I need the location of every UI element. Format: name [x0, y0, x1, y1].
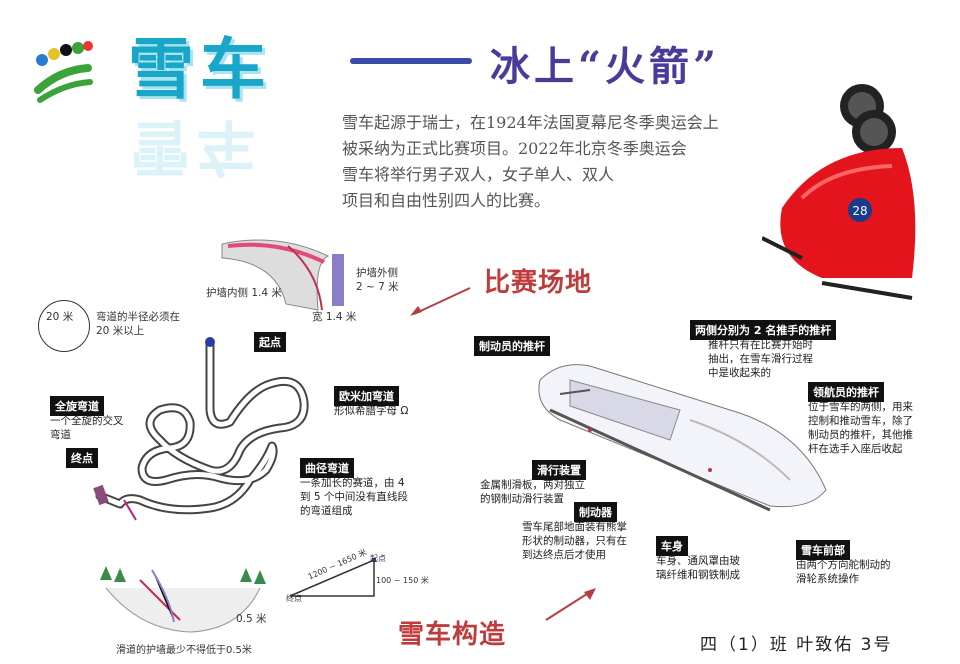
slope-end: 终点	[286, 594, 302, 603]
radius-label: 20 米	[46, 311, 74, 323]
intro-line: 项目和自由性别四人的比赛。	[342, 191, 551, 210]
radius-circle	[38, 300, 90, 352]
venue-section-title: 比赛场地	[484, 268, 593, 298]
pilot-pushbar-desc: 位于雪车的两侧，用来 控制和推动雪车，除了 制动员的推杆，其他推 杆在选手入座后…	[808, 401, 913, 455]
guard-wall-diagram	[100, 560, 270, 640]
wall-outer-label: 护墙外侧 2 ~ 7 米	[356, 267, 399, 293]
front-desc: 由两个方向舵制动的 滑轮系统操作	[796, 559, 891, 585]
sled-diagram	[530, 350, 840, 520]
venue-arrow	[404, 282, 474, 322]
brakeman-pushbar-tag: 制动员的推杆	[474, 336, 550, 356]
pilot-pushbar-tag: 领航员的推杆	[808, 382, 884, 402]
intro-line: 雪车起源于瑞士，在1924年法国夏幕尼冬季奥运会上	[342, 113, 719, 132]
omega-desc: 形似希腊字母 Ω	[334, 405, 409, 417]
side-pushbars-tag: 两侧分别为 2 名推手的推杆	[690, 320, 837, 340]
track-cross-section	[218, 232, 358, 322]
front-tag: 雪车前部	[796, 540, 850, 560]
runners-desc: 金属制滑板，两对独立 的钢制动滑行装置	[480, 479, 585, 505]
omega-tag: 欧米加弯道	[334, 386, 399, 406]
track-map	[80, 330, 370, 530]
sled-number: 28	[852, 204, 867, 218]
slope-start: 起点	[370, 554, 386, 563]
page-subtitle: 冰上“火箭”	[490, 43, 721, 90]
page-title-reflection: 雪车	[130, 111, 262, 181]
full-turn-tag: 全旋弯道	[50, 396, 104, 416]
full-turn-desc: 一个全旋的交叉 弯道	[50, 415, 124, 441]
labyrinth-tag: 曲径弯道	[300, 458, 354, 478]
body-desc: 车身、通风罩由玻 璃纤维和钢铁制成	[656, 555, 740, 581]
guard-min-label: 0.5 米	[236, 613, 267, 625]
slope-diagram	[289, 556, 390, 606]
intro-text: 雪车起源于瑞士，在1924年法国夏幕尼冬季奥运会上 被采纳为正式比赛项目。202…	[342, 110, 812, 214]
slope-drop: 100 ~ 150 米	[376, 576, 429, 585]
footer-credit: 四（1）班 叶致佑 3号	[700, 635, 893, 655]
brake-desc: 雪车尾部地面装有熊掌 形状的制动器，只有在 到达终点后才使用	[522, 521, 627, 561]
olympic-logo	[30, 40, 94, 106]
finish-tag: 终点	[66, 448, 98, 468]
radius-note: 弯道的半径必须在 20 米以上	[96, 311, 180, 337]
structure-arrow	[540, 586, 600, 626]
guard-note: 滑道的护墙最少不得低于0.5米	[116, 645, 252, 656]
body-tag: 车身	[656, 536, 688, 556]
page-title: 雪车	[128, 31, 272, 108]
intro-line: 被采纳为正式比赛项目。2022年北京冬季奥运会	[342, 139, 687, 158]
start-tag: 起点	[254, 332, 286, 352]
bobsled-photo: 28	[761, 78, 922, 308]
side-pushbars-desc: 推杆只有在比赛开始时 抽出，在雪车滑行过程 中是收起来的	[708, 339, 813, 379]
title-dash	[350, 58, 472, 64]
wall-inner-label: 护墙内侧 1.4 米	[206, 287, 282, 299]
brake-tag: 制动器	[574, 502, 617, 522]
intro-line: 雪车将举行男子双人，女子单人、双人	[342, 165, 615, 184]
runners-tag: 滑行装置	[532, 460, 586, 480]
track-width-label: 宽 1.4 米	[312, 311, 357, 323]
labyrinth-desc: 一条加长的赛道，由 4 到 5 个中间没有直线段 的弯道组成	[300, 477, 408, 517]
structure-section-title: 雪车构造	[398, 620, 507, 650]
